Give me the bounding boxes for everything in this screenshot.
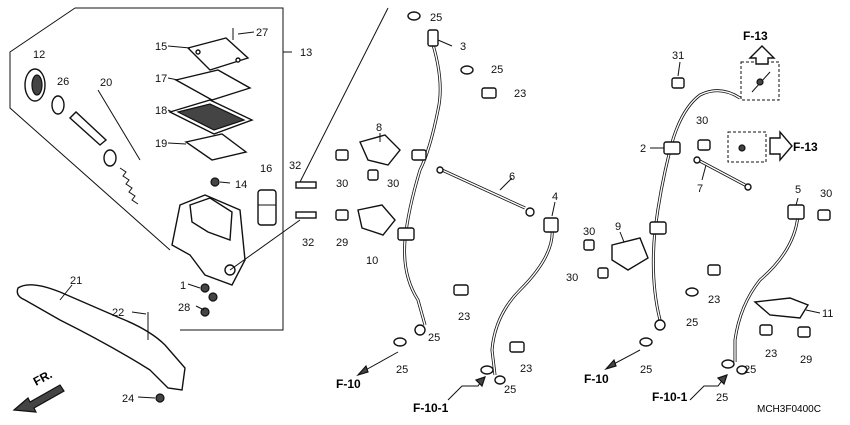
callout-6: 6 xyxy=(509,171,515,183)
diagram-code: MCH3F0400C xyxy=(757,404,821,415)
callout-25-mid: 25 xyxy=(491,64,503,76)
callout-30-left-a: 30 xyxy=(336,178,348,190)
ref-f10-right: F-10 xyxy=(584,372,609,386)
callout-28: 28 xyxy=(178,302,190,314)
callout-25-left-c: 25 xyxy=(504,384,516,396)
callout-30-right-d: 30 xyxy=(820,188,832,200)
ref-f10-1-right: F-10-1 xyxy=(652,390,688,404)
callout-26: 26 xyxy=(57,76,69,88)
callout-3: 3 xyxy=(460,41,466,53)
callout-7: 7 xyxy=(697,183,703,195)
callout-29-left: 29 xyxy=(336,237,348,249)
callout-15: 15 xyxy=(155,41,167,53)
callout-5: 5 xyxy=(795,184,801,196)
right-hose-assembly xyxy=(639,77,741,347)
callout-8: 8 xyxy=(376,122,382,134)
callout-25-right-c: 25 xyxy=(744,364,756,376)
callout-25-right-a: 25 xyxy=(686,317,698,329)
callout-21: 21 xyxy=(70,275,82,287)
callout-32-lower: 32 xyxy=(302,237,314,249)
callout-9: 9 xyxy=(615,221,621,233)
callout-30-right-a: 30 xyxy=(696,115,708,127)
callout-27: 27 xyxy=(256,27,268,39)
piston-kit xyxy=(24,68,139,205)
callout-25-left-b: 25 xyxy=(396,364,408,376)
callout-29-right: 29 xyxy=(800,354,812,366)
body-fasteners xyxy=(200,28,234,317)
ref-f13-top: F-13 xyxy=(743,29,768,43)
callout-4: 4 xyxy=(552,191,558,203)
callout-23-right-a: 23 xyxy=(708,294,720,306)
hose-6 xyxy=(436,166,535,217)
brake-lever xyxy=(16,284,186,403)
f13-inset-top xyxy=(740,45,780,101)
callout-25-right-b: 25 xyxy=(640,364,652,376)
callout-2: 2 xyxy=(640,143,646,155)
callout-labels: 27 15 13 12 26 20 17 18 19 16 14 1 28 21… xyxy=(33,12,833,405)
callout-1: 1 xyxy=(180,280,186,292)
master-cylinder-frame xyxy=(9,7,292,331)
front-label: FR. xyxy=(31,367,55,388)
callout-23-right-b: 23 xyxy=(765,348,777,360)
callout-14: 14 xyxy=(235,179,247,191)
callout-12: 12 xyxy=(33,49,45,61)
reference-labels: F-13 F-13 F-10 F-10-1 F-10 F-10-1 xyxy=(336,29,818,415)
bracket-11 xyxy=(707,264,811,338)
reservoir-cover-stack xyxy=(168,30,254,161)
hose-5 xyxy=(721,204,831,375)
callout-11: 11 xyxy=(822,308,833,320)
front-arrow xyxy=(12,384,65,413)
ref-f10-left: F-10 xyxy=(336,377,361,391)
ref-f10-1-left: F-10-1 xyxy=(413,401,449,415)
callout-10: 10 xyxy=(366,255,378,267)
callout-30-right-c: 30 xyxy=(566,272,578,284)
callout-17: 17 xyxy=(155,73,167,85)
hose-7 xyxy=(693,156,752,191)
callout-19: 19 xyxy=(155,138,167,150)
callout-25-right-d: 25 xyxy=(716,392,728,404)
callout-30-left-b: 30 xyxy=(387,178,399,190)
callout-18: 18 xyxy=(155,105,167,117)
callout-23-top: 23 xyxy=(514,88,526,100)
master-cylinder-body xyxy=(171,189,301,286)
callout-23-mid: 23 xyxy=(458,311,470,323)
f13-inset-right xyxy=(727,130,793,163)
reference-pointers xyxy=(356,349,728,401)
hose-4 xyxy=(480,217,559,385)
callout-16: 16 xyxy=(260,163,272,175)
left-hose-assembly xyxy=(295,7,525,353)
callout-32-upper: 32 xyxy=(289,160,301,172)
callout-20: 20 xyxy=(100,77,112,89)
callout-22: 22 xyxy=(112,307,124,319)
leader-lines xyxy=(59,31,821,399)
callout-23-low: 23 xyxy=(520,363,532,375)
callout-25-left-a: 25 xyxy=(428,332,440,344)
callout-24: 24 xyxy=(122,393,134,405)
bracket-9 xyxy=(583,237,649,279)
callout-31: 31 xyxy=(672,50,684,62)
callout-13: 13 xyxy=(300,47,312,59)
callout-25-top: 25 xyxy=(430,12,442,24)
callout-30-right-b: 30 xyxy=(583,226,595,238)
ref-f13-right: F-13 xyxy=(793,140,818,154)
